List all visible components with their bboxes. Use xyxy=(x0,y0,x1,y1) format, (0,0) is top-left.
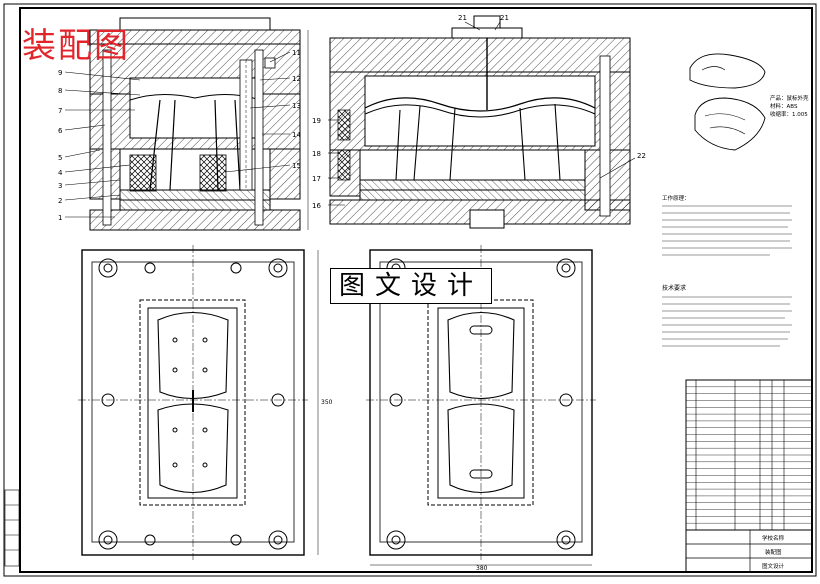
bom-table xyxy=(685,379,813,573)
callout-7: 7 xyxy=(58,107,62,115)
drawing-name: 装配图 xyxy=(765,548,782,556)
callout-9: 9 xyxy=(58,69,62,77)
dim-width-label: 380 xyxy=(476,565,488,572)
company-name: 图文设计 xyxy=(762,562,785,570)
callout-11: 11 xyxy=(292,49,301,57)
callout-12: 12 xyxy=(292,75,301,83)
outer-border xyxy=(3,3,817,577)
right-callout-labels: 19 18 17 16 21 21 22 xyxy=(312,14,646,210)
svg-text:技术要求: 技术要求 xyxy=(662,284,686,292)
callout-21b: 21 xyxy=(500,14,509,22)
callout-16: 16 xyxy=(312,202,321,210)
callout-2: 2 xyxy=(58,197,62,205)
callout-5: 5 xyxy=(58,154,62,162)
callout-22: 22 xyxy=(637,152,646,160)
callout-14: 14 xyxy=(292,131,301,139)
callout-17: 17 xyxy=(312,175,321,183)
left-callout-leaders xyxy=(64,51,291,218)
inner-border xyxy=(19,7,813,573)
assembly-drawing-title: 装配图 xyxy=(22,26,130,66)
svg-text:产品：鼠标外壳: 产品：鼠标外壳 xyxy=(770,94,809,102)
right-callout-leaders xyxy=(328,21,636,206)
right-section-view xyxy=(329,15,631,229)
bom-rows xyxy=(686,386,812,524)
callout-4: 4 xyxy=(58,169,63,177)
technical-requirements: 技术要求 xyxy=(662,284,792,347)
callout-18: 18 xyxy=(312,150,321,158)
callout-3: 3 xyxy=(58,182,62,190)
svg-text:收缩率：1.005: 收缩率：1.005 xyxy=(770,110,808,118)
callout-6: 6 xyxy=(58,127,63,135)
callout-8: 8 xyxy=(58,87,62,95)
callout-13: 13 xyxy=(292,102,301,110)
callout-19: 19 xyxy=(312,117,321,125)
right-plan-view xyxy=(366,245,596,560)
left-plan-view xyxy=(78,245,308,560)
binding-strip-lines xyxy=(5,504,19,551)
dim-height-label: 350 xyxy=(321,399,333,406)
left-section-view xyxy=(89,17,301,231)
svg-text:工作原理：: 工作原理： xyxy=(662,194,690,202)
product-sketch xyxy=(689,53,766,151)
left-callout-labels: 1 2 3 4 5 6 7 8 9 11 12 13 14 15 xyxy=(58,49,301,222)
svg-text:材料：ABS: 材料：ABS xyxy=(770,102,798,110)
callout-21a: 21 xyxy=(458,14,467,22)
callout-15: 15 xyxy=(292,162,301,170)
binding-strip xyxy=(4,489,20,567)
product-note: 产品：鼠标外壳 材料：ABS 收缩率：1.005 xyxy=(770,94,809,118)
title-block xyxy=(686,529,812,572)
title-block-text: 学校名称 装配图 图文设计 xyxy=(762,534,785,570)
callout-1: 1 xyxy=(58,214,62,222)
watermark-stamp: 图文设计 xyxy=(330,268,492,304)
working-principle-notes: 工作原理： xyxy=(662,194,792,256)
school-name: 学校名称 xyxy=(762,534,785,542)
